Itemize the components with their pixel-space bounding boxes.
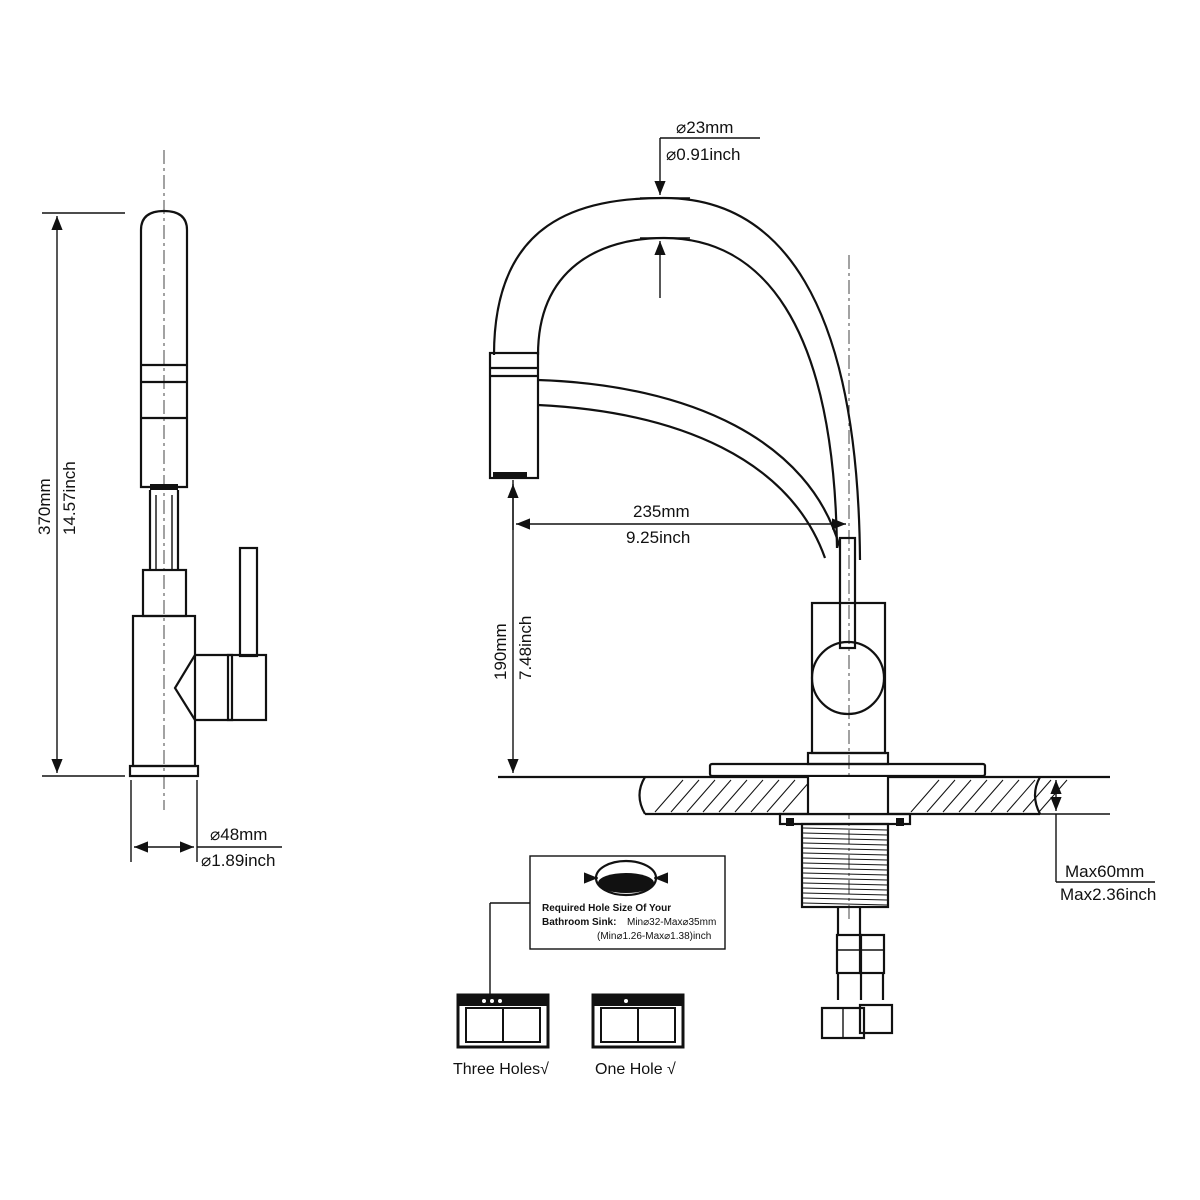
spray-head: [139, 209, 189, 489]
base-mm-label: ⌀48mm: [210, 825, 267, 844]
sink-option-three-holes: Three Holes√: [453, 993, 550, 1078]
spout-height-inch-label: 7.48inch: [516, 616, 535, 680]
countertop-hatching: [654, 779, 1068, 813]
base-inch-label: ⌀1.89inch: [201, 851, 276, 870]
reach-inch-label: 9.25inch: [626, 528, 690, 547]
sink-option-one-hole: One Hole √: [591, 993, 685, 1078]
spout-dia-inch-label: ⌀0.91inch: [666, 145, 741, 164]
front-view: ⌀23mm ⌀0.91inch 235mm 9.25inch 190mm 7.4…: [488, 118, 1156, 1040]
hole-size-info: Required Hole Size Of Your Bathroom Sink…: [489, 855, 726, 997]
hole-size-line2: Min⌀32-Max⌀35mm: [627, 917, 716, 928]
reach-mm-label: 235mm: [633, 502, 690, 521]
hole-size-line3: (Min⌀1.26-Max⌀1.38)inch: [597, 931, 711, 942]
height-inch-label: 14.57inch: [60, 461, 79, 535]
hole-icon-inner: [598, 873, 654, 893]
hose-fitting-right: [858, 1003, 894, 1035]
spout-dia-mm-label: ⌀23mm: [676, 118, 733, 137]
side-base-ring: [128, 764, 200, 778]
spout-inner: [536, 236, 839, 549]
deck-inch-label: Max2.36inch: [1060, 885, 1156, 904]
countertop-left-edge: [638, 776, 646, 815]
one-hole-label: One Hole √: [595, 1061, 676, 1078]
side-handle-lever: [238, 546, 259, 658]
deck-mm-label: Max60mm: [1065, 862, 1144, 881]
three-holes-label: Three Holes√: [453, 1061, 549, 1078]
spray-head-nozzle: [150, 484, 178, 490]
deck-plate: [708, 762, 987, 778]
shank-threads: [802, 827, 888, 906]
front-nozzle: [493, 472, 527, 479]
hose-left: [835, 933, 863, 975]
front-body-base: [806, 751, 890, 766]
side-handle-cap: [226, 653, 268, 722]
mounting-washer: [778, 812, 912, 826]
side-view: 370mm 14.57inch ⌀48mm ⌀1.89inch: [35, 150, 282, 870]
front-handle-knob: [810, 640, 886, 716]
side-handle-block: [173, 653, 234, 722]
height-mm-label: 370mm: [35, 478, 54, 535]
spout-height-mm-label: 190mm: [491, 623, 510, 680]
hole-size-line1: Required Hole Size Of Your: [542, 903, 671, 914]
threaded-shank: [800, 822, 890, 909]
countertop-right-edge: [1033, 776, 1041, 815]
front-handle-lever: [838, 536, 857, 650]
hose-right: [858, 933, 886, 975]
spout-outer: [492, 196, 862, 561]
hole-size-line2-bold: Bathroom Sink:: [542, 917, 616, 928]
front-spray-head: [488, 351, 540, 480]
